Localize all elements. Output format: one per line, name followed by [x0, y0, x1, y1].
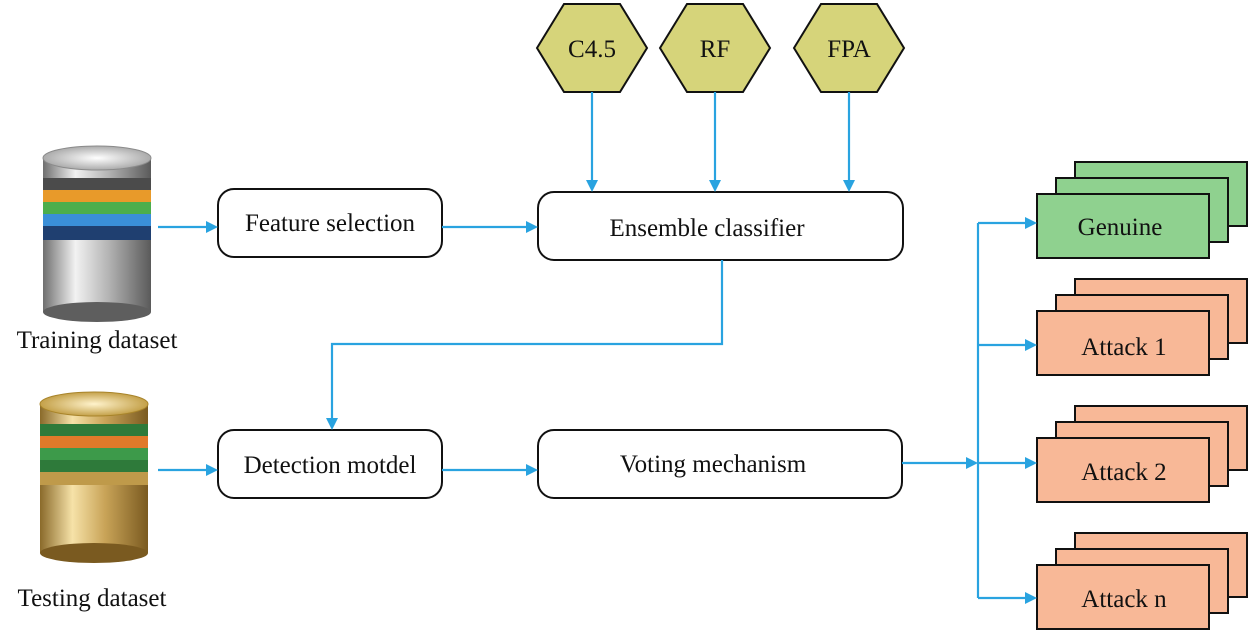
testing-dataset-label: Testing dataset — [18, 585, 167, 612]
training-database-icon — [42, 145, 152, 322]
connector-training-to-feature-selection — [158, 221, 218, 233]
detection-model-label: Detection motdel — [244, 452, 417, 479]
voting-mechanism-box: Voting mechanism — [537, 429, 903, 499]
ensemble-classifier-box: Ensemble classifier — [537, 191, 904, 261]
arrowhead-icon — [526, 221, 538, 233]
output-attack-n-label: Attack n — [1081, 586, 1167, 613]
connector-voting-to-bus — [902, 457, 978, 469]
hexagon-icon — [535, 3, 649, 93]
arrowhead-icon — [843, 180, 855, 192]
arrowhead-icon — [1025, 457, 1037, 469]
output-attack-2-label: Attack 2 — [1081, 459, 1166, 486]
voting-mechanism-label: Voting mechanism — [620, 451, 807, 478]
connector-rf-to-ensemble — [709, 92, 721, 192]
arrowhead-icon — [586, 180, 598, 192]
algorithm-label: C4.5 — [568, 36, 616, 63]
hexagon-icon — [658, 3, 772, 93]
detection-model-box: Detection motdel — [217, 429, 443, 499]
arrowhead-icon — [1025, 592, 1037, 604]
arrowhead-icon — [1025, 339, 1037, 351]
output-attack-n-stack: Attack n — [1036, 532, 1248, 630]
connector-feature-selection-to-ensemble — [442, 221, 538, 233]
arrowhead-icon — [526, 464, 538, 476]
testing-database-icon — [39, 391, 149, 563]
training-dataset-label: Training dataset — [17, 327, 178, 354]
arrowhead-icon — [1025, 217, 1037, 229]
connector-ensemble-to-detection-model — [326, 260, 724, 430]
hexagon-icon — [792, 3, 906, 93]
feature-selection-label: Feature selection — [245, 210, 416, 237]
output-attack-1-stack: Attack 1 — [1036, 278, 1248, 376]
connector-bus-to-attack-n — [978, 592, 1037, 604]
algorithm-c45-node: C4.5 — [535, 3, 649, 93]
connector-fpa-to-ensemble — [843, 92, 855, 192]
feature-selection-box: Feature selection — [217, 188, 443, 258]
arrowhead-icon — [709, 180, 721, 192]
algorithm-rf-node: RF — [658, 3, 772, 93]
output-genuine-stack: Genuine — [1036, 161, 1248, 259]
algorithm-label: FPA — [827, 36, 871, 63]
algorithm-fpa-node: FPA — [792, 3, 906, 93]
connector-bus-to-genuine — [978, 217, 1037, 229]
output-genuine-label: Genuine — [1078, 214, 1163, 241]
arrowhead-icon — [206, 221, 218, 233]
arrowhead-icon — [326, 418, 338, 430]
ensemble-classifier-label: Ensemble classifier — [609, 215, 805, 242]
algorithm-label: RF — [700, 36, 731, 63]
output-attack-1-label: Attack 1 — [1081, 334, 1166, 361]
connector-testing-to-detection-model — [158, 464, 218, 476]
arrowhead-icon — [206, 464, 218, 476]
connector-bus-to-attack-2 — [978, 457, 1037, 469]
arrowhead-icon — [966, 457, 978, 469]
connector-detection-to-voting — [442, 464, 538, 476]
connector-c45-to-ensemble — [586, 92, 598, 192]
output-attack-2-stack: Attack 2 — [1036, 405, 1248, 503]
connector-bus-to-attack-1 — [978, 339, 1037, 351]
